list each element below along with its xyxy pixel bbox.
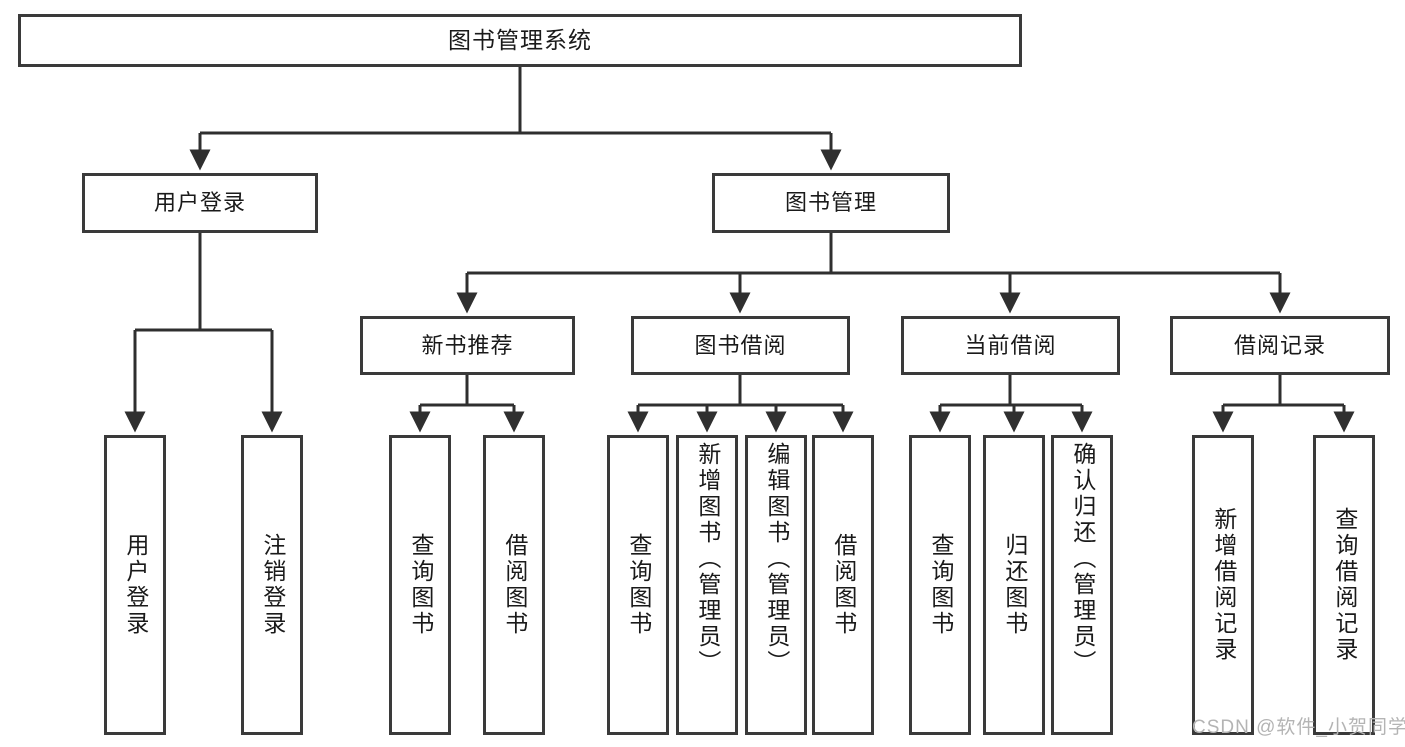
- leaf-label: 查询图书: [407, 533, 434, 637]
- leaf-node-query-book-borrowing[interactable]: 查询图书: [607, 435, 669, 735]
- leaf-label: 查询图书: [625, 533, 652, 637]
- leaf-node-query-book-recommendation[interactable]: 查询图书: [389, 435, 451, 735]
- node-label: 图书管理: [784, 190, 877, 216]
- node-book-management[interactable]: 图书管理: [712, 173, 950, 233]
- leaf-node-borrow-book[interactable]: 借阅图书: [812, 435, 874, 735]
- leaf-label: 借阅图书: [830, 533, 857, 637]
- node-new-book-recommendation[interactable]: 新书推荐: [360, 316, 575, 375]
- node-current-borrowing[interactable]: 当前借阅: [901, 316, 1120, 375]
- leaf-node-user-logout[interactable]: 注销登录: [241, 435, 303, 735]
- leaf-label: 归还图书: [1001, 533, 1028, 637]
- node-label: 图书管理系统: [448, 27, 592, 54]
- leaf-label: 查询图书: [927, 533, 954, 637]
- leaf-node-add-book-admin[interactable]: 新增图书（管理员）: [676, 435, 738, 735]
- leaf-node-edit-book-admin[interactable]: 编辑图书（管理员）: [745, 435, 807, 735]
- leaf-label: 新增图书（管理员）: [694, 442, 721, 676]
- node-book-management-system[interactable]: 图书管理系统: [18, 14, 1022, 67]
- leaf-node-borrow-book-recommendation[interactable]: 借阅图书: [483, 435, 545, 735]
- leaf-label: 用户登录: [122, 533, 149, 637]
- leaf-node-user-login[interactable]: 用户登录: [104, 435, 166, 735]
- leaf-node-add-borrow-record[interactable]: 新增借阅记录: [1192, 435, 1254, 735]
- leaf-label: 查询借阅记录: [1331, 507, 1358, 663]
- node-book-borrowing[interactable]: 图书借阅: [631, 316, 850, 375]
- watermark-text: CSDN @软件_小贺同学: [1192, 717, 1405, 738]
- node-label: 当前借阅: [964, 332, 1057, 358]
- node-label: 新书推荐: [421, 332, 514, 358]
- leaf-label: 确认归还（管理员）: [1069, 442, 1096, 676]
- node-label: 借阅记录: [1233, 332, 1326, 358]
- node-label: 用户登录: [153, 190, 246, 216]
- leaf-label: 注销登录: [259, 533, 286, 637]
- leaf-node-query-book-current[interactable]: 查询图书: [909, 435, 971, 735]
- node-borrowing-record[interactable]: 借阅记录: [1170, 316, 1390, 375]
- leaf-node-query-borrow-record[interactable]: 查询借阅记录: [1313, 435, 1375, 735]
- node-label: 图书借阅: [694, 332, 787, 358]
- node-user-login[interactable]: 用户登录: [82, 173, 318, 233]
- leaf-label: 借阅图书: [501, 533, 528, 637]
- leaf-label: 新增借阅记录: [1210, 507, 1237, 663]
- leaf-label: 编辑图书（管理员）: [763, 442, 790, 676]
- leaf-node-return-book[interactable]: 归还图书: [983, 435, 1045, 735]
- leaf-node-confirm-return-admin[interactable]: 确认归还（管理员）: [1051, 435, 1113, 735]
